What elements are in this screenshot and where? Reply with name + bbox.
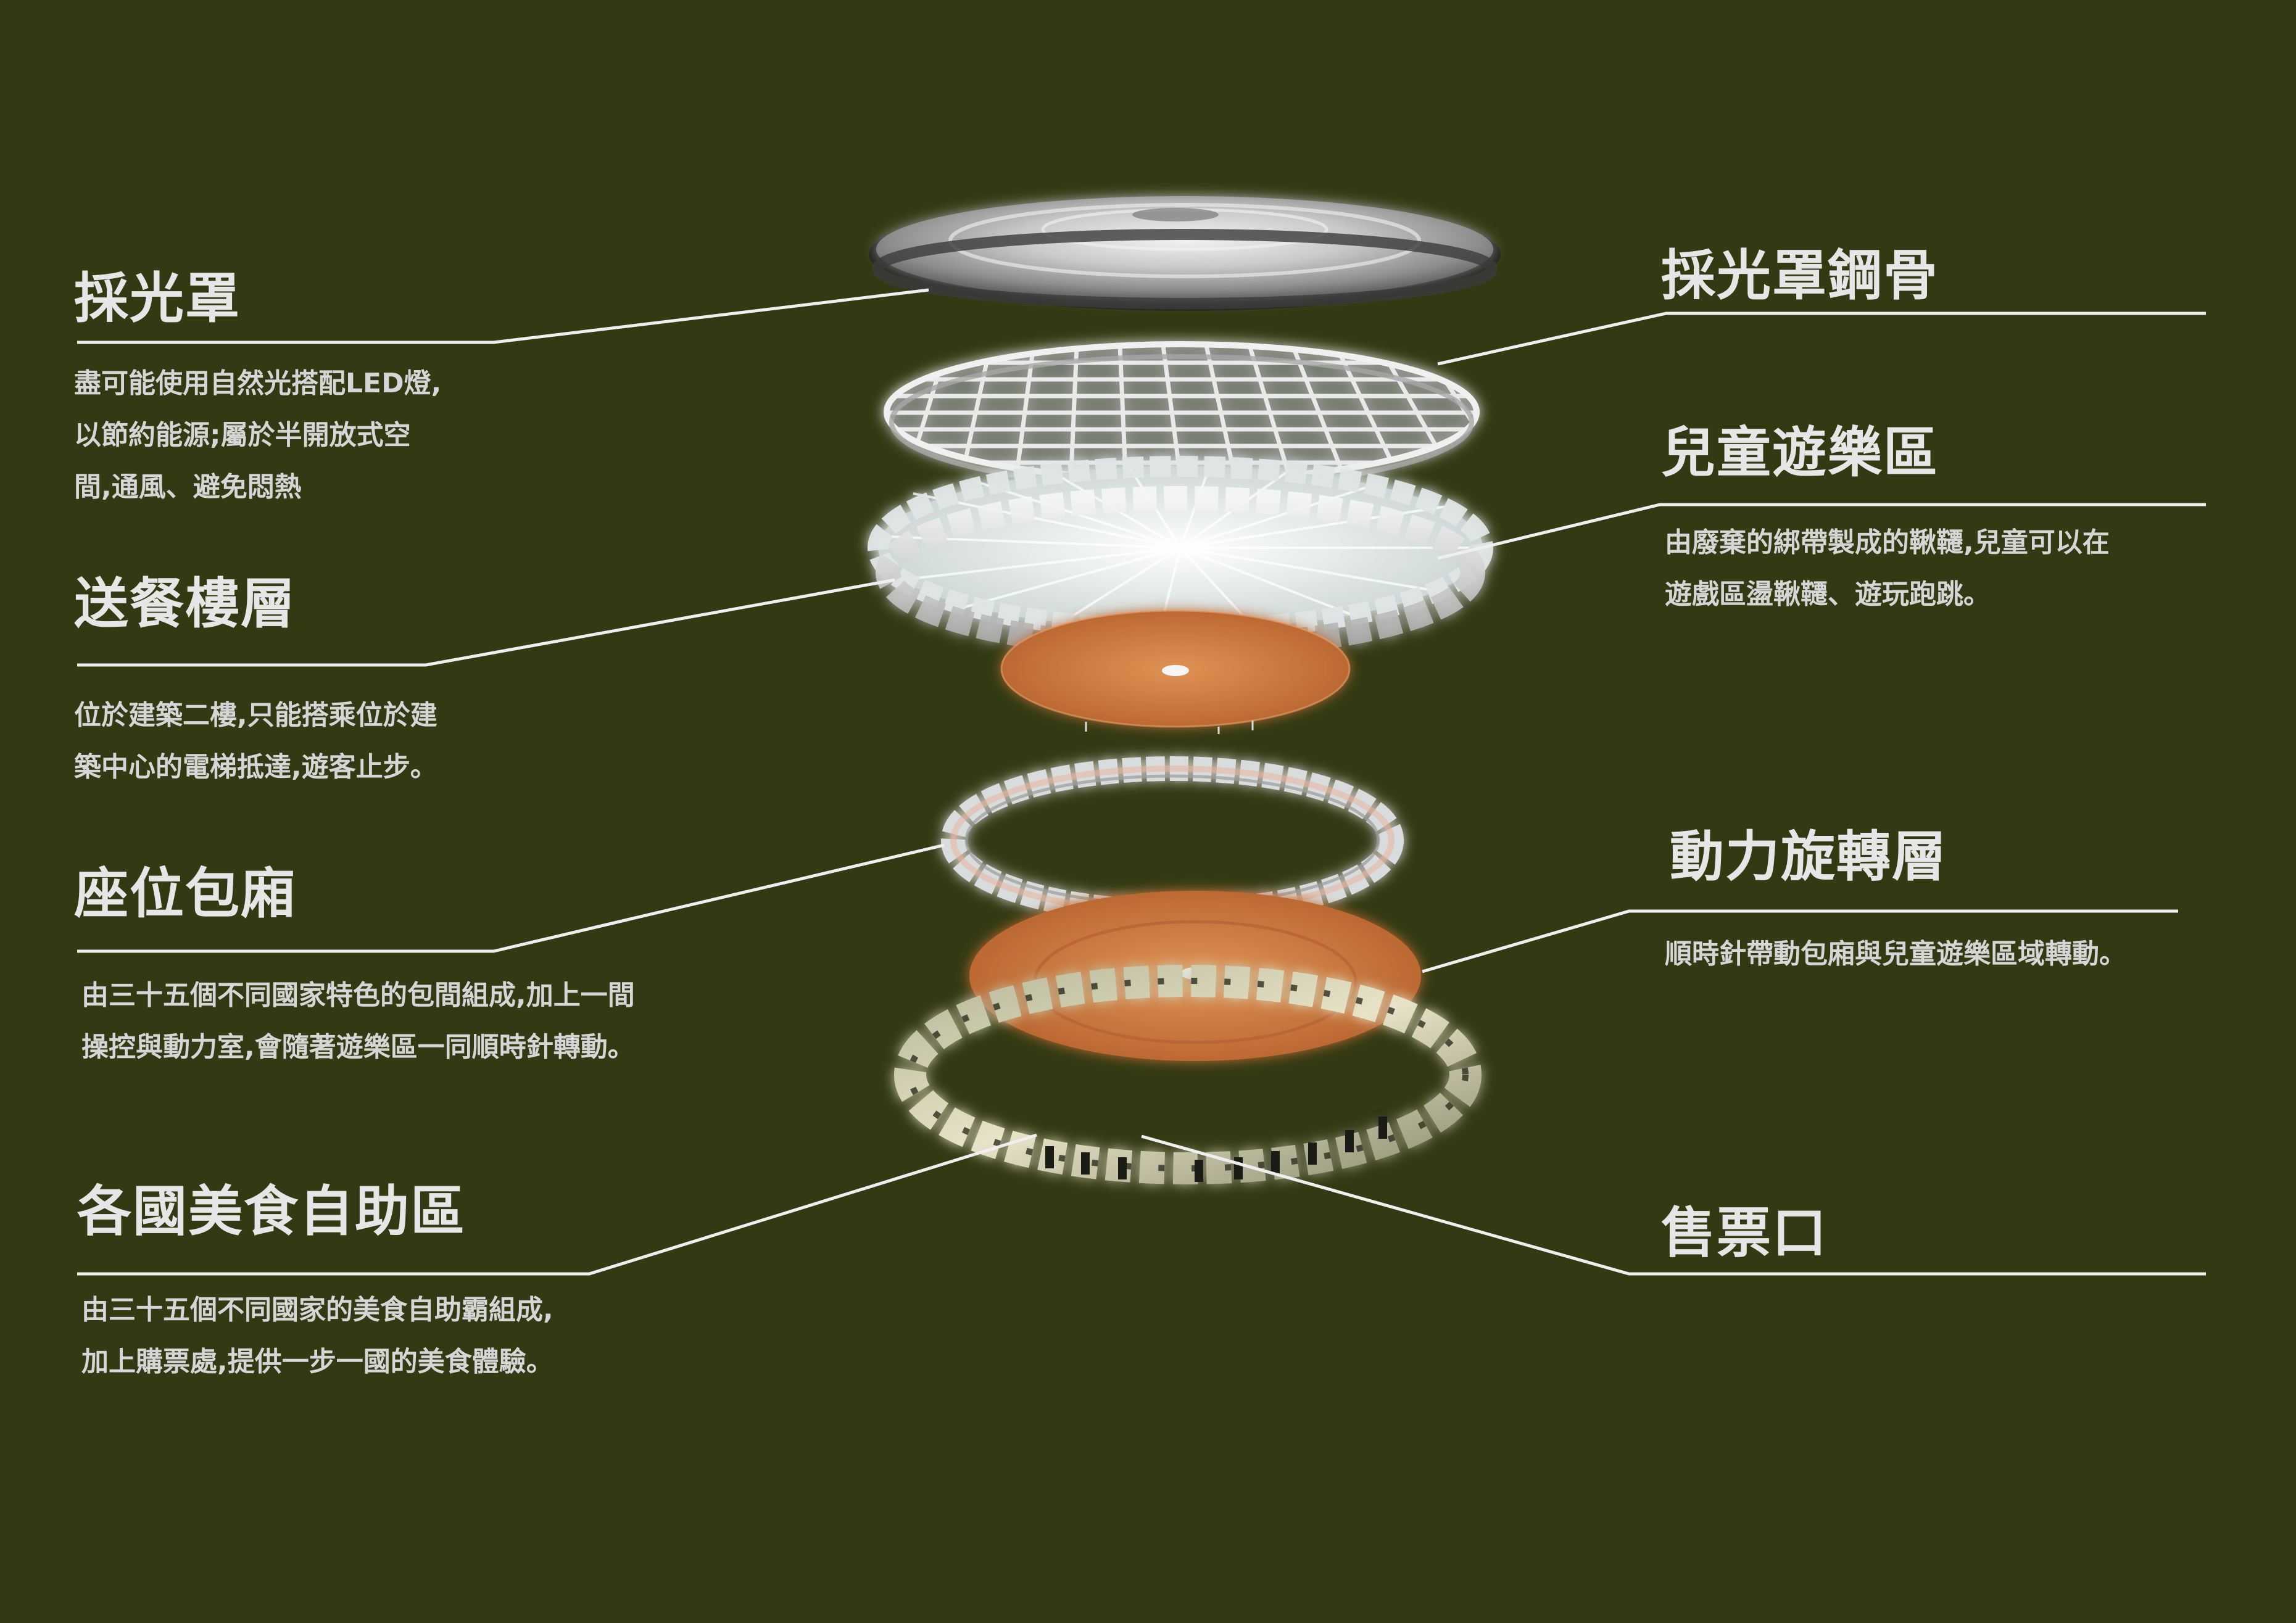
leader-lines xyxy=(77,288,2206,1276)
bottom-band xyxy=(0,1413,2296,1623)
leader-ticket-office xyxy=(1141,1134,2206,1276)
dining-floor-title: 送餐樓層 xyxy=(74,572,297,635)
rotation-layer-desc: 順時針帶動包廂與兒童遊樂區域轉動。 xyxy=(1665,938,2126,970)
ticket-office-title: 售票口 xyxy=(1661,1201,1828,1265)
booth-seats-desc: 由三十五個不同國家特色的包間組成,加上一間 操控與動力室,會隨著遊樂區一同順時針… xyxy=(81,980,635,1063)
skylight-cover-model xyxy=(869,196,1501,311)
leader-rotation-layer xyxy=(1422,909,2178,973)
leader-booth-seats xyxy=(77,843,945,953)
food-court-title: 各國美食自助區 xyxy=(77,1179,466,1243)
leader-playground xyxy=(1437,503,2206,560)
leader-skylight-cover xyxy=(77,288,929,344)
leader-food-court xyxy=(77,1133,1037,1276)
playground-title: 兒童遊樂區 xyxy=(1661,421,1939,484)
food-court-model xyxy=(894,965,1482,1184)
leader-dining-floor xyxy=(77,578,895,667)
dining-floor-desc: 位於建築二樓,只能搭乘位於建 築中心的電梯抵達,遊客止步。 xyxy=(74,700,437,783)
dining-floor-model xyxy=(1000,609,1351,734)
playground-desc: 由廢棄的綁帶製成的鞦韆,兒童可以在 遊戲區盪鞦韆、遊玩跑跳。 xyxy=(1665,527,2110,610)
leader-skylight-frame xyxy=(1437,312,2206,366)
food-court-desc: 由三十五個不同國家的美食自助霸組成, 加上購票處,提供一步一國的美食體驗。 xyxy=(81,1294,553,1377)
rotation-layer-title: 動力旋轉層 xyxy=(1670,825,1948,888)
booth-seats-title: 座位包廂 xyxy=(74,862,297,925)
skylight-frame-title: 採光罩鋼骨 xyxy=(1661,244,1939,307)
booth-seats-model xyxy=(941,756,1404,924)
skylight-cover-title: 採光罩 xyxy=(74,266,241,330)
skylight-cover-desc: 盡可能使用自然光搭配LED燈, 以節約能源;屬於半開放式空 間,通風、避免悶熱 xyxy=(74,368,442,503)
